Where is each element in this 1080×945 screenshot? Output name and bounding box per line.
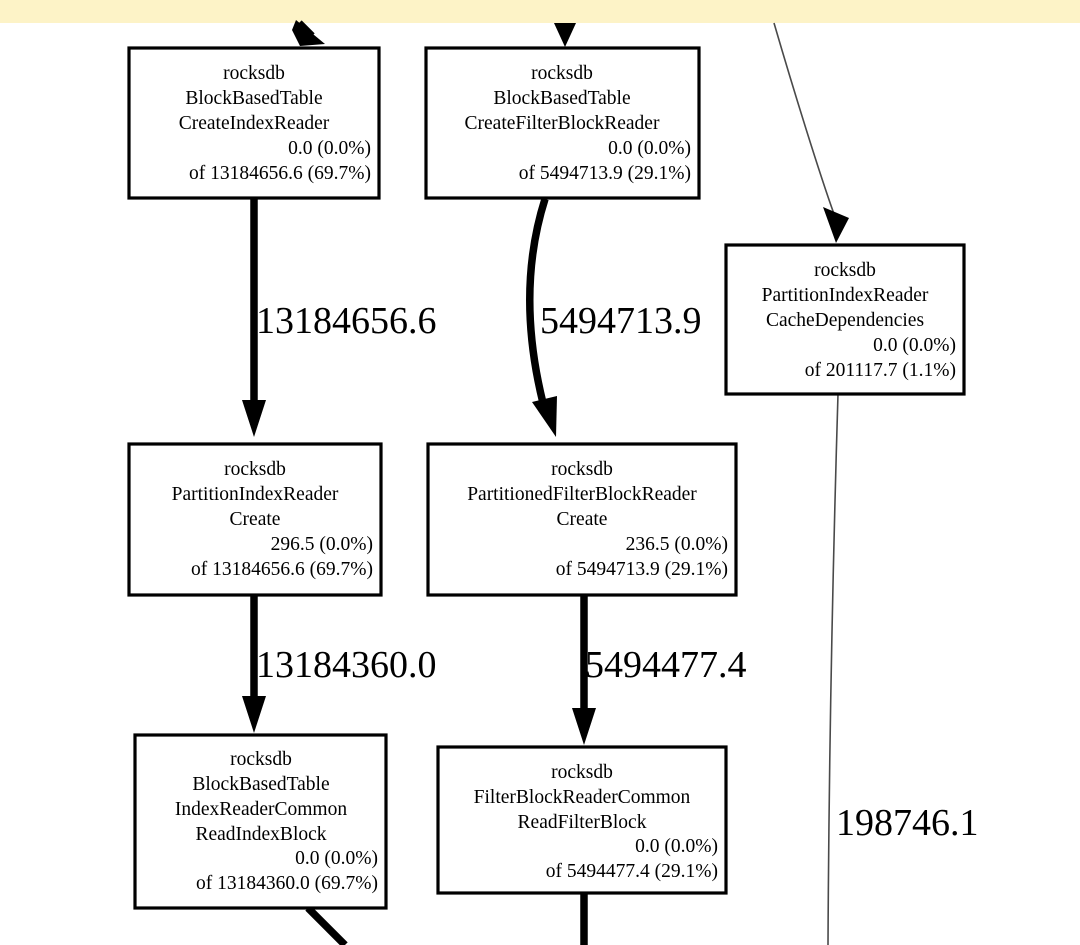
node-method-label: Create — [230, 509, 281, 530]
node-class-label: PartitionedFilterBlockReader — [467, 484, 697, 505]
edge-partitioned-filter-block-reader-create-to-read-filter-block — [572, 595, 596, 745]
edge-read-index-block-outgoing — [305, 905, 348, 945]
node-cumulative-value: of 5494713.9 (29.1%) — [556, 559, 728, 580]
node-partitioned-filter-block-reader-create[interactable]: rocksdb PartitionedFilterBlockReader Cre… — [426, 442, 738, 597]
node-package-label: rocksdb — [224, 459, 286, 480]
node-method-label: CreateFilterBlockReader — [465, 113, 660, 134]
node-flat-value: 296.5 (0.0%) — [271, 534, 373, 555]
node-package-label: rocksdb — [223, 63, 285, 84]
node-create-filter-block-reader[interactable]: rocksdb BlockBasedTable CreateFilterBloc… — [424, 46, 701, 200]
node-box[interactable] — [436, 745, 728, 895]
node-class-label: FilterBlockReaderCommon — [474, 787, 691, 808]
edge-incoming-create-filter-block-reader — [554, 23, 576, 47]
node-box[interactable] — [127, 442, 383, 597]
edge-partition-index-reader-create-to-read-index-block — [242, 595, 266, 733]
node-package-label: rocksdb — [814, 260, 876, 281]
edge-label-left-bottom: 13184360.0 — [256, 644, 437, 686]
node-package-label: rocksdb — [551, 762, 613, 783]
edge-create-index-reader-to-partition-index-reader-create — [242, 199, 266, 437]
node-class-label: PartitionIndexReader — [762, 285, 929, 306]
node-class-label: BlockBasedTable — [192, 774, 329, 795]
node-read-filter-block[interactable]: rocksdb FilterBlockReaderCommon ReadFilt… — [436, 745, 728, 895]
node-box[interactable] — [133, 733, 388, 910]
node-cumulative-value: of 201117.7 (1.1%) — [805, 360, 956, 381]
arrowhead-icon — [532, 396, 557, 437]
node-cumulative-value: of 13184656.6 (69.7%) — [189, 163, 371, 184]
node-read-index-block[interactable]: rocksdb BlockBasedTable IndexReaderCommo… — [133, 733, 388, 910]
node-class-label: PartitionIndexReader — [172, 484, 339, 505]
node-flat-value: 0.0 (0.0%) — [288, 138, 371, 159]
arrowhead-icon — [572, 708, 596, 745]
node-box[interactable] — [424, 46, 701, 200]
node-method-label: Create — [557, 509, 608, 530]
top-banner — [0, 0, 1080, 23]
edge-label-right: 198746.1 — [836, 802, 979, 844]
edge-incoming-cache-dependencies — [773, 22, 849, 243]
node-flat-value: 236.5 (0.0%) — [626, 534, 728, 555]
edge-label-left-top: 13184656.6 — [256, 300, 437, 342]
node-class-label-2: IndexReaderCommon — [175, 799, 347, 820]
node-box[interactable] — [724, 243, 966, 396]
node-method-label: CacheDependencies — [766, 310, 924, 331]
edge-label-mid-top: 5494713.9 — [540, 300, 702, 342]
arrowhead-icon — [242, 400, 266, 437]
node-cumulative-value: of 13184360.0 (69.7%) — [196, 873, 378, 894]
arrowhead-icon — [823, 207, 849, 243]
node-class-label: BlockBasedTable — [493, 88, 630, 109]
node-create-index-reader[interactable]: rocksdb BlockBasedTable CreateIndexReade… — [127, 46, 381, 200]
node-cumulative-value: of 5494477.4 (29.1%) — [546, 861, 718, 882]
edge-incoming-create-index-reader — [292, 20, 325, 46]
node-cumulative-value: of 5494713.9 (29.1%) — [519, 163, 691, 184]
arrowhead-icon — [554, 23, 576, 47]
node-flat-value: 0.0 (0.0%) — [608, 138, 691, 159]
arrowhead-icon — [292, 20, 325, 46]
node-partition-index-reader-create[interactable]: rocksdb PartitionIndexReader Create 296.… — [127, 442, 383, 597]
node-flat-value: 0.0 (0.0%) — [295, 848, 378, 869]
node-cumulative-value: of 13184656.6 (69.7%) — [191, 559, 373, 580]
node-box[interactable] — [127, 46, 381, 200]
edge-label-mid-bottom: 5494477.4 — [585, 644, 747, 686]
node-flat-value: 0.0 (0.0%) — [873, 335, 956, 356]
node-package-label: rocksdb — [230, 749, 292, 770]
node-cache-dependencies[interactable]: rocksdb PartitionIndexReader CacheDepend… — [724, 243, 966, 396]
node-package-label: rocksdb — [551, 459, 613, 480]
node-method-label: ReadIndexBlock — [195, 824, 326, 845]
node-method-label: ReadFilterBlock — [518, 812, 647, 833]
edge-cache-dependencies-outgoing — [827, 393, 839, 945]
arrowhead-icon — [242, 696, 266, 733]
node-flat-value: 0.0 (0.0%) — [635, 836, 718, 857]
node-method-label: CreateIndexReader — [179, 113, 330, 134]
node-class-label: BlockBasedTable — [185, 88, 322, 109]
node-package-label: rocksdb — [531, 63, 593, 84]
edge-create-filter-block-reader-to-partitioned-filter-block-reader-create — [526, 197, 557, 437]
node-box[interactable] — [426, 442, 738, 597]
